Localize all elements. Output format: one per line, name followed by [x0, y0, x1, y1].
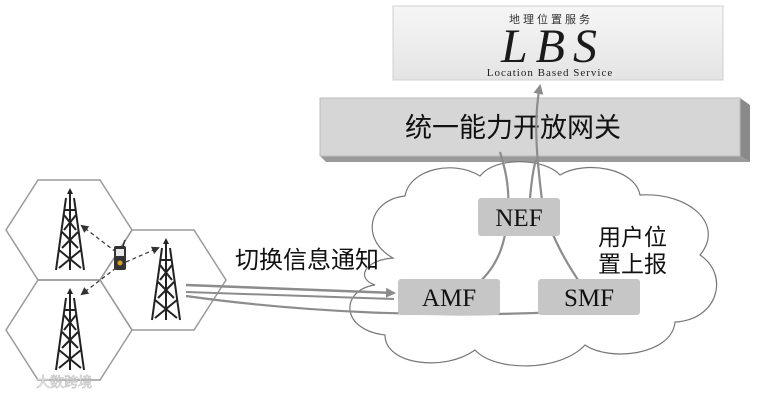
tower-bottom [55, 288, 85, 371]
nef-to-gateway-curve [528, 159, 538, 199]
radio-link-phone-to-bottom [80, 267, 117, 296]
mobile-phone-icon [114, 239, 126, 270]
smf-box: SMF [538, 279, 640, 315]
watermark-text: 大数跨境 [36, 375, 92, 391]
radio-links [80, 224, 160, 296]
location-flow-curve [185, 294, 561, 316]
user-location-report-line-1: 用户位 [598, 225, 667, 251]
tower-right [151, 238, 181, 321]
gateway-box: 统一能力开放网关 [319, 97, 750, 162]
tower-top [55, 188, 85, 271]
cell-hex-bottom [5, 279, 133, 381]
gateway-label: 统一能力开放网关 [405, 113, 621, 144]
amf-box: AMF [398, 279, 500, 315]
amf-label: AMF [422, 285, 476, 312]
user-location-report-line-2: 置上报 [598, 252, 667, 278]
lbs-full-name: Location Based Service [487, 67, 613, 79]
lbs-banner: 地理位置服务 LBS Location Based Service [392, 5, 724, 81]
smf-label: SMF [564, 285, 614, 312]
nef-box: NEF [478, 198, 560, 236]
radio-link-phone-to-top [80, 224, 117, 253]
cell-grid [5, 179, 227, 381]
handover-notice-label: 切换信息通知 [235, 246, 379, 274]
radio-link-phone-to-right [125, 246, 160, 263]
lbs-subtitle-cn: 地理位置服务 [509, 12, 593, 26]
watermark-logo-icon [10, 375, 33, 385]
watermark: 大数跨境 [10, 375, 92, 391]
handover-arrow [185, 283, 396, 300]
cell-hex-right [99, 229, 227, 331]
lbs-acronym: LBS [500, 20, 605, 73]
nef-label: NEF [495, 205, 542, 232]
